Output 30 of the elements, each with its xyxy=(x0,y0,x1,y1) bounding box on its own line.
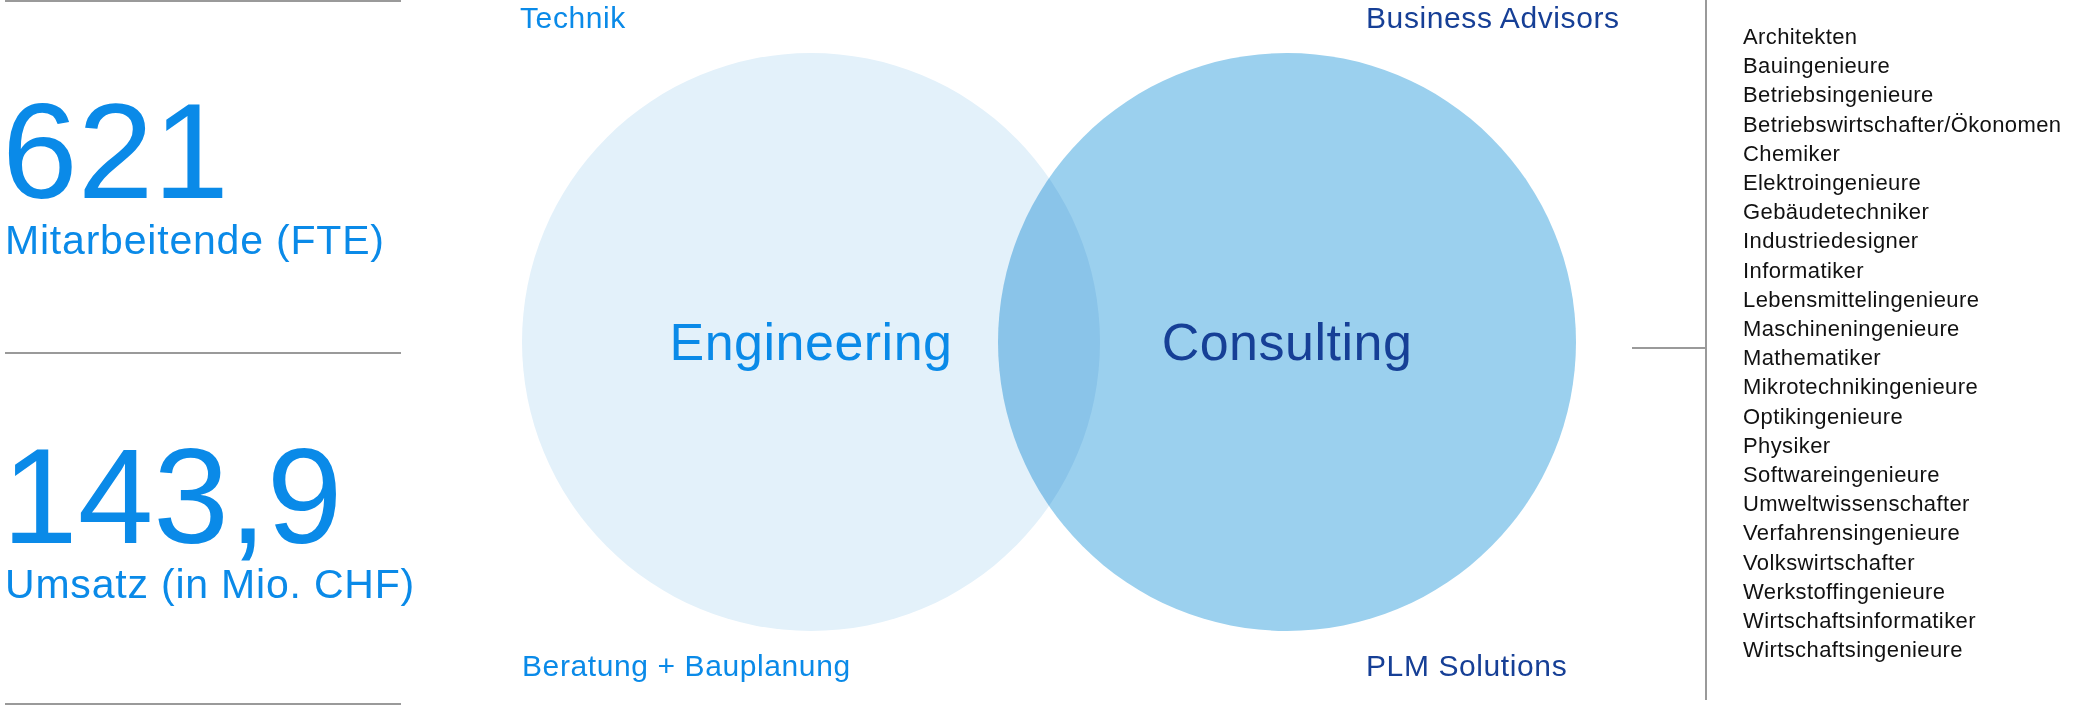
list-item: Umweltwissenschafter xyxy=(1743,493,1970,516)
list-item: Betriebsingenieure xyxy=(1743,84,1934,107)
list-item: Volkswirtschafter xyxy=(1743,551,1915,574)
stat-label: Umsatz (in Mio. CHF) xyxy=(5,564,416,605)
list-item: Werkstoffingenieure xyxy=(1743,580,1946,603)
list-item: Betriebswirtschafter/Ökonomen xyxy=(1743,113,2062,136)
stat-number: 143,9 xyxy=(2,428,343,564)
list-item: Industriedesigner xyxy=(1743,230,1919,253)
list-item: Wirtschaftsingenieure xyxy=(1743,639,1963,662)
list-item: Wirtschaftsinformatiker xyxy=(1743,610,1976,632)
list-item: Maschineningenieure xyxy=(1743,318,1960,340)
list-item: Verfahrensingenieure xyxy=(1743,522,1961,545)
list-item: Mathematiker xyxy=(1743,347,1882,370)
list-item: Mikrotechnikingenieure xyxy=(1743,376,1979,399)
list-item: Softwareingenieure xyxy=(1743,464,1940,486)
segment-label: Technik xyxy=(520,3,626,33)
list-item: Physiker xyxy=(1743,434,1831,457)
list-item: Lebensmittelingenieure xyxy=(1743,288,1980,311)
stat-label: Mitarbeitende (FTE) xyxy=(5,220,385,261)
segment-label: Beratung + Bauplanung xyxy=(522,651,851,681)
list-item: Elektroingenieure xyxy=(1743,172,1922,194)
list-item: Chemiker xyxy=(1743,142,1841,165)
list-item: Bauingenieure xyxy=(1743,55,1891,78)
segment-label: PLM Solutions xyxy=(1366,651,1568,681)
list-item: Architekten xyxy=(1743,26,1858,48)
list-item: Gebäudetechniker xyxy=(1743,201,1930,224)
list-item: Optikingenieure xyxy=(1743,405,1904,428)
segment-label: Business Advisors xyxy=(1366,3,1620,33)
list-item: Informatiker xyxy=(1743,259,1864,282)
stat-number: 621 xyxy=(2,83,229,219)
